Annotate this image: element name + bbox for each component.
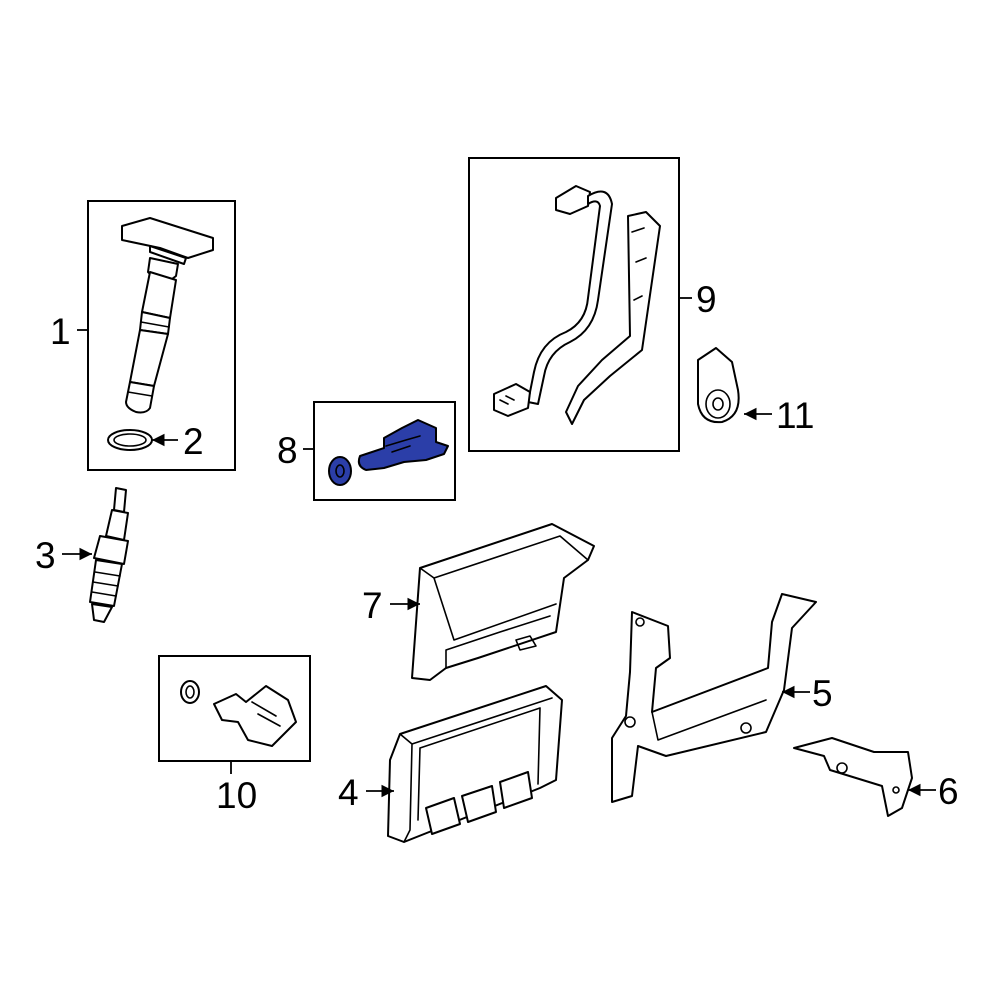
harness-bracket-part[interactable] [565,211,661,425]
callout-5[interactable]: 5 [812,673,833,714]
sensor-8-o-ring [328,456,352,486]
sensor-10-part[interactable] [180,680,297,747]
callout-3[interactable]: 3 [35,535,56,576]
callout-9[interactable]: 9 [696,279,717,320]
callout-1[interactable]: 1 [50,311,71,352]
ecm-module-part[interactable] [387,685,563,843]
coil-seal-ring-part[interactable] [107,429,153,451]
callout-11[interactable]: 11 [776,395,814,436]
ecu-cover-part[interactable] [411,523,595,681]
group-box-ignition-coil [87,200,236,471]
sensor-8-body [357,419,449,471]
group-box-sensor-8 [313,401,456,501]
callout-4[interactable]: 4 [338,772,359,813]
callout-2[interactable]: 2 [183,421,204,462]
sensor-8-part[interactable] [328,419,449,486]
wiring-harness-part[interactable] [493,185,613,417]
ignition-coil-part[interactable] [121,217,214,414]
group-box-harness [468,157,680,452]
ecm-bracket-part[interactable] [611,593,817,803]
callout-10[interactable]: 10 [216,775,257,816]
group-box-sensor-10 [158,655,311,762]
spark-plug-part[interactable] [89,487,129,623]
small-bracket-part[interactable] [793,737,913,817]
callout-6[interactable]: 6 [938,771,959,812]
callout-7[interactable]: 7 [362,585,383,626]
knock-sensor-part[interactable] [697,347,740,424]
callout-8[interactable]: 8 [277,430,298,471]
